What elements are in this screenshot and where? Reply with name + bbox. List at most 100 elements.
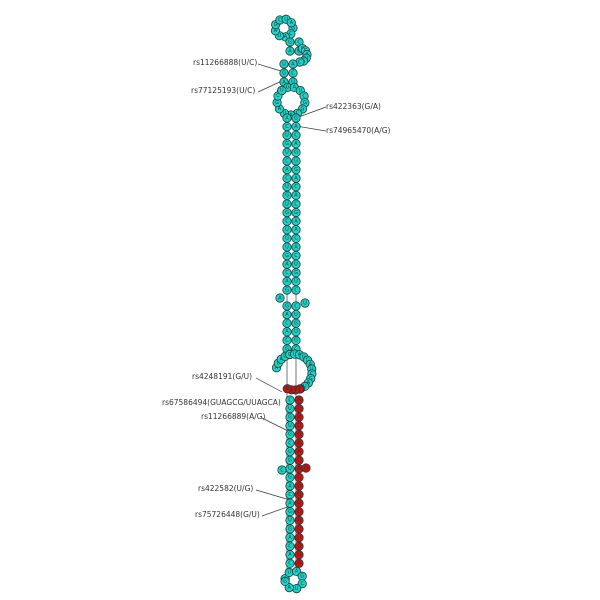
nucleotide-letter: C bbox=[289, 31, 293, 37]
nucleotide-letter: U bbox=[280, 88, 284, 94]
nucleotide-letter: G bbox=[274, 22, 278, 28]
snp-label-rs422582: rs422582(U/G) bbox=[198, 484, 253, 493]
nucleotide-letter: G bbox=[297, 544, 301, 550]
nucleotide-letter: A bbox=[285, 115, 289, 121]
nucleotide-letter: C bbox=[298, 59, 302, 65]
nucleotide-letter: U bbox=[285, 201, 289, 207]
nucleotide-letter: A bbox=[278, 295, 282, 301]
nucleotide bbox=[280, 576, 290, 587]
nucleotide-letter: C bbox=[297, 39, 301, 45]
nucleotide bbox=[291, 285, 301, 295]
snp-labels: rs11266888(U/C) rs77125193(U/C) rs422363… bbox=[162, 58, 391, 519]
nucleotide-letter: C bbox=[285, 321, 289, 327]
nucleotide-letter: A bbox=[291, 61, 295, 67]
nucleotide-letter: U bbox=[298, 88, 302, 94]
nucleotide-letter: U bbox=[288, 466, 292, 472]
nucleotide-letter: C bbox=[294, 236, 298, 242]
nucleotide-letter: G bbox=[283, 354, 287, 360]
nucleotide-letter: U bbox=[276, 360, 280, 366]
nucleotide-letter: G bbox=[297, 492, 301, 498]
nucleotide-letter: C bbox=[285, 158, 289, 164]
nucleotide-letter: C bbox=[294, 253, 298, 259]
nucleotide-letter: C bbox=[297, 406, 301, 412]
nucleotide-letter: A bbox=[285, 262, 289, 268]
nucleotide-letter: A bbox=[280, 357, 284, 363]
nucleotide-letter: G bbox=[275, 100, 279, 106]
nucleotide-letter: G bbox=[288, 39, 292, 45]
nucleotide-letter: C bbox=[302, 93, 306, 99]
nucleotide-letter: U bbox=[288, 406, 292, 412]
nucleotide-letter: G bbox=[285, 210, 289, 216]
nucleotide-letter: C bbox=[288, 440, 292, 446]
nucleotide-letter: G bbox=[301, 106, 305, 112]
nucleotide-letter: A bbox=[288, 48, 292, 54]
leader-line bbox=[261, 417, 291, 433]
nucleotide-letter: G bbox=[285, 141, 289, 147]
nucleotide bbox=[279, 59, 289, 69]
nucleotide-letter: U bbox=[297, 501, 301, 507]
nucleotide-letter: A bbox=[285, 329, 289, 335]
nucleotide-letter: C bbox=[294, 133, 298, 139]
nucleotide-letter: A bbox=[275, 365, 279, 371]
nucleotide-letter: U bbox=[294, 329, 298, 335]
nucleotide-letter: C bbox=[285, 338, 289, 344]
leader-line bbox=[261, 505, 291, 517]
nucleotide-letter: C bbox=[310, 371, 314, 377]
nucleotide-letter: U bbox=[288, 449, 292, 455]
nucleotide-letter: U bbox=[310, 366, 314, 372]
nucleotide-letter: A bbox=[288, 552, 292, 558]
nucleotide-letter: U bbox=[285, 150, 289, 156]
nucleotide-letter: G bbox=[294, 338, 298, 344]
nucleotide-letter: C bbox=[294, 201, 298, 207]
nucleotide-letter: U bbox=[287, 570, 291, 576]
nucleotide-letter: C bbox=[297, 475, 301, 481]
nucleotide-letter: G bbox=[294, 150, 298, 156]
nucleotide-letter: A bbox=[282, 79, 286, 85]
nucleotide-letter: U bbox=[297, 552, 301, 558]
nucleotide-letter: G bbox=[285, 253, 289, 259]
nucleotide-letter: G bbox=[285, 193, 289, 199]
snp-label-rs4248191: rs4248191(G/U) bbox=[192, 372, 252, 381]
nucleotide-letter: U bbox=[285, 227, 289, 233]
nucleotide-letter: C bbox=[288, 397, 292, 403]
nucleotide-letter: A bbox=[307, 380, 311, 386]
nucleotide-letter: A bbox=[289, 112, 293, 118]
nucleotide-letter: U bbox=[294, 262, 298, 268]
nucleotide-letter: A bbox=[297, 518, 301, 524]
nucleotide-letter: G bbox=[294, 270, 298, 276]
nucleotide-letter: G bbox=[288, 509, 292, 515]
nucleotide-letter: A bbox=[297, 440, 301, 446]
nucleotide-letter: C bbox=[285, 124, 289, 130]
nucleotide-letter: A bbox=[294, 176, 298, 182]
nucleotide-letter: A bbox=[284, 34, 288, 40]
nucleotide-letter: U bbox=[282, 61, 286, 67]
nucleotide-letter: G bbox=[288, 415, 292, 421]
nucleotide-letter: A bbox=[294, 227, 298, 233]
leader-line bbox=[255, 489, 291, 501]
nucleotide-letter: G bbox=[297, 432, 301, 438]
snp-label-rs11266889: rs11266889(A/G) bbox=[201, 412, 266, 421]
nucleotide-letter: U bbox=[294, 158, 298, 164]
nucleotide-letter: G bbox=[285, 287, 289, 293]
nucleotide-letter: C bbox=[297, 458, 301, 464]
nucleotide-letter: C bbox=[285, 270, 289, 276]
nucleotide-letter: G bbox=[285, 303, 289, 309]
nucleotide bbox=[282, 285, 292, 295]
nucleotide-letter: G bbox=[283, 579, 287, 585]
nucleotide-letter: A bbox=[294, 124, 298, 130]
nucleotide-highlighted bbox=[301, 463, 311, 473]
nucleotide-letter: A bbox=[297, 415, 301, 421]
nucleotide-letter: U bbox=[284, 17, 288, 23]
nucleotide-letter: C bbox=[294, 184, 298, 190]
nucleotide-group: GCAUAGCUAGCAUCGAUGCUAGCAUCGAUCGGCAUAGCUA… bbox=[270, 14, 317, 594]
nucleotide-letter: G bbox=[294, 321, 298, 327]
nucleotide-letter: A bbox=[297, 397, 301, 403]
nucleotide-letter: C bbox=[297, 526, 301, 532]
nucleotide-letter: A bbox=[294, 219, 298, 225]
nucleotide-letter: A bbox=[297, 466, 301, 472]
nucleotide-letter: G bbox=[294, 210, 298, 216]
nucleotide-letter: G bbox=[286, 85, 290, 91]
snp-label-rs422363: rs422363(G/A) bbox=[326, 102, 381, 111]
nucleotide-letter: C bbox=[288, 352, 292, 358]
